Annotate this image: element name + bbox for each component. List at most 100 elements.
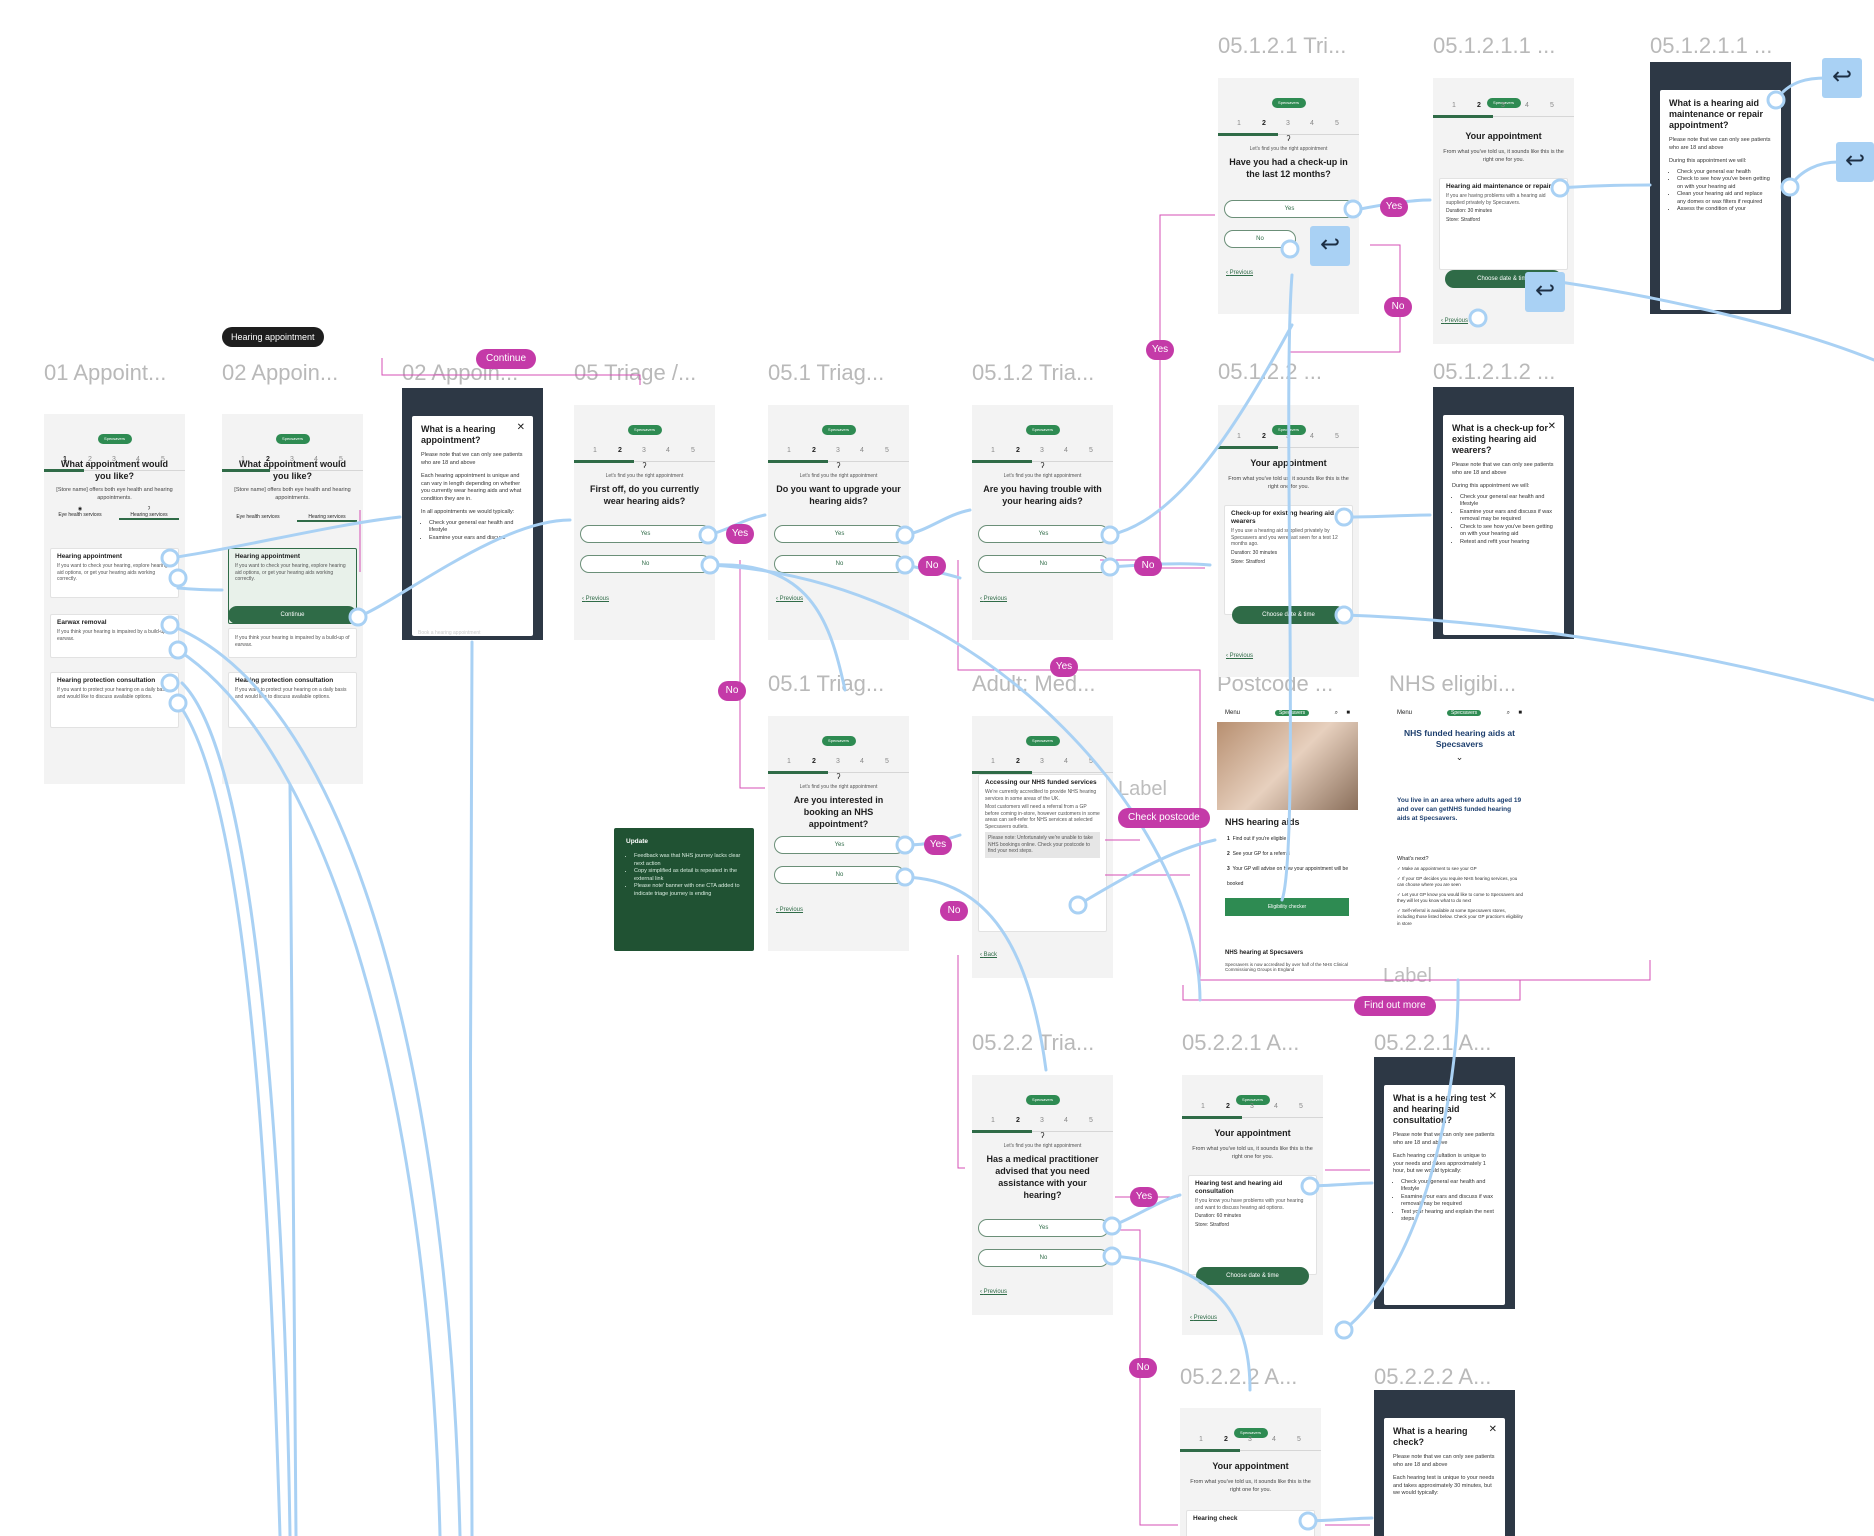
frame-title[interactable]: 05.1 Triag...: [768, 360, 884, 386]
please-note-banner[interactable]: Please note: Unfortunately we're unable …: [985, 832, 1100, 858]
no-option[interactable]: No: [978, 1249, 1109, 1267]
card-hearing-protection[interactable]: Hearing protection consultation If you w…: [50, 672, 179, 728]
yes-badge[interactable]: Yes: [1050, 657, 1078, 677]
specsavers-logo[interactable]: Specsavers: [1447, 710, 1481, 716]
frame-title[interactable]: 05.2.2.1 A...: [1374, 1030, 1491, 1056]
modal-check[interactable]: What is a hearing check? ✕ Please note t…: [1384, 1418, 1505, 1536]
close-icon[interactable]: ✕: [1489, 1424, 1497, 1435]
tab-eye-health[interactable]: ◉Eye health services: [50, 506, 110, 518]
modal-repair[interactable]: What is a hearing aid maintenance or rep…: [1660, 90, 1781, 310]
frame-05-1-triage-nhs[interactable]: Specsavers 1 2 3 4 5 ʔ Let's find you th…: [768, 716, 909, 951]
appointment-card-repair[interactable]: Hearing aid maintenance or repair If you…: [1439, 178, 1568, 270]
previous-link[interactable]: ‹ Previous: [776, 596, 803, 602]
frame-02-hearing-modal[interactable]: What is a hearing appointment? ✕ Please …: [402, 388, 543, 640]
card-hearing-protection[interactable]: Hearing protection consultation If you w…: [228, 672, 357, 728]
check-postcode-badge[interactable]: Check postcode: [1118, 808, 1210, 828]
close-icon[interactable]: ✕: [517, 422, 525, 433]
yes-option[interactable]: Yes: [978, 1219, 1109, 1237]
label-text[interactable]: Label: [1383, 965, 1432, 988]
card-earwax-removal[interactable]: If you think your hearing is impaired by…: [228, 628, 357, 658]
previous-link[interactable]: ‹ Previous: [980, 1289, 1007, 1295]
eligibility-checker-button[interactable]: Eligibility checker: [1225, 898, 1349, 916]
continue-badge[interactable]: Continue: [476, 349, 536, 369]
choose-date-time-button[interactable]: Choose date & time: [1232, 606, 1345, 624]
back-arrow-icon[interactable]: ↩: [1822, 58, 1862, 98]
yes-option[interactable]: Yes: [978, 525, 1109, 543]
modal-footer-link[interactable]: Book a hearing appointment: [418, 630, 481, 636]
no-option[interactable]: No: [1224, 230, 1296, 248]
appointment-card-check[interactable]: Hearing check: [1186, 1510, 1315, 1536]
frame-title[interactable]: 05.1.2.1.1 ...: [1433, 33, 1555, 59]
menu-button[interactable]: Menu: [1225, 710, 1240, 716]
frame-title[interactable]: 05.1.2.1.2 ...: [1433, 359, 1555, 385]
previous-link[interactable]: ‹ Previous: [1190, 1315, 1217, 1321]
choose-date-time-button[interactable]: Choose date & time: [1196, 1267, 1309, 1285]
frame-05-1-2-1-triage-checkup[interactable]: Specsavers 1 2 3 4 5 ʔ Let's find you th…: [1218, 78, 1359, 314]
modal-hearing-appointment[interactable]: What is a hearing appointment? ✕ Please …: [412, 416, 533, 636]
no-option[interactable]: No: [580, 555, 711, 573]
frame-05-1-2-triage-trouble[interactable]: Specsavers 1 2 3 4 5 ʔ Let's find you th…: [972, 405, 1113, 640]
frame-05-triage[interactable]: Specsavers 1 2 3 4 5 ʔ Let's find you th…: [574, 405, 715, 640]
frame-05-2-2-triage-medical[interactable]: Specsavers 1 2 3 4 5 ʔ Let's find you th…: [972, 1075, 1113, 1315]
previous-link[interactable]: ‹ Previous: [1226, 270, 1253, 276]
frame-05-2-2-2-modal-check[interactable]: What is a hearing check? ✕ Please note t…: [1374, 1390, 1515, 1536]
frame-title[interactable]: 05.2.2 Tria...: [972, 1030, 1094, 1056]
frame-title[interactable]: 05.2.2.2 A...: [1180, 1364, 1297, 1390]
previous-link[interactable]: ‹ Previous: [980, 596, 1007, 602]
frame-02-appointment-selected[interactable]: Specsavers 1 2 3 4 5 What appointment wo…: [222, 414, 363, 784]
basket-icon[interactable]: ■: [1346, 710, 1350, 716]
modal-test[interactable]: What is a hearing test and hearing aid c…: [1384, 1085, 1505, 1305]
frame-title[interactable]: 05 Triage /...: [574, 360, 696, 386]
frame-title[interactable]: Adult: Med...: [972, 671, 1096, 697]
tab-eye-health[interactable]: Eye health services: [228, 514, 288, 520]
previous-link[interactable]: ‹ Previous: [1441, 318, 1468, 324]
frame-05-1-2-1-1-modal-repair[interactable]: What is a hearing aid maintenance or rep…: [1650, 62, 1791, 314]
basket-icon[interactable]: ■: [1518, 710, 1522, 716]
frame-nhs-eligibility[interactable]: Menu Specsavers ⌕ ■ NHS funded hearing a…: [1389, 700, 1530, 976]
no-badge[interactable]: No: [1134, 556, 1162, 576]
specsavers-logo[interactable]: Specsavers: [1275, 710, 1309, 716]
frame-title[interactable]: 05.1.2 Tria...: [972, 360, 1094, 386]
frame-05-1-2-2-appointment-checkup[interactable]: Specsavers 1 2 3 4 5 Your appointment Fr…: [1218, 405, 1359, 677]
no-option[interactable]: No: [774, 555, 905, 573]
no-badge[interactable]: No: [1129, 1358, 1157, 1378]
yes-option[interactable]: Yes: [580, 525, 711, 543]
previous-link[interactable]: ‹ Previous: [776, 907, 803, 913]
no-badge[interactable]: No: [718, 681, 746, 701]
frame-05-2-2-1-appointment-test[interactable]: Specsavers 1 2 3 4 5 Your appointment Fr…: [1182, 1075, 1323, 1335]
no-option[interactable]: No: [978, 555, 1109, 573]
no-badge[interactable]: No: [918, 556, 946, 576]
no-badge[interactable]: No: [1384, 297, 1412, 317]
back-arrow-icon[interactable]: ↩: [1310, 226, 1350, 266]
back-link[interactable]: ‹ Back: [980, 952, 997, 958]
frame-title[interactable]: NHS eligibi...: [1389, 671, 1516, 697]
yes-option[interactable]: Yes: [774, 525, 905, 543]
search-icon[interactable]: ⌕: [1335, 710, 1338, 717]
appointment-card-checkup[interactable]: Check-up for existing hearing aid wearer…: [1224, 505, 1353, 615]
tab-hearing-services[interactable]: Hearing services: [297, 514, 357, 522]
back-arrow-icon[interactable]: ↩: [1525, 272, 1565, 312]
back-arrow-icon[interactable]: ↩: [1836, 142, 1874, 182]
yes-option[interactable]: Yes: [1224, 200, 1355, 218]
frame-title[interactable]: 05.2.2.1 A...: [1182, 1030, 1299, 1056]
frame-adult-nhs-services[interactable]: Specsavers 1 2 3 4 5 Accessing our NHS f…: [972, 716, 1113, 978]
yes-badge[interactable]: Yes: [1380, 197, 1408, 217]
no-badge[interactable]: No: [940, 901, 968, 921]
frame-title[interactable]: 05.1 Triag...: [768, 671, 884, 697]
card-earwax-removal[interactable]: Earwax removal If you think your hearing…: [50, 614, 179, 658]
frame-title[interactable]: 05.1.2.2 ...: [1218, 359, 1322, 385]
yes-option[interactable]: Yes: [774, 836, 905, 854]
close-icon[interactable]: ✕: [1548, 421, 1556, 432]
previous-link[interactable]: ‹ Previous: [1226, 653, 1253, 659]
search-icon[interactable]: ⌕: [1507, 710, 1510, 717]
continue-button[interactable]: Continue: [228, 606, 357, 624]
frame-title[interactable]: 02 Appoin...: [222, 360, 338, 386]
update-note-card[interactable]: Update Feedback was that NHS journey lac…: [614, 828, 754, 951]
yes-badge[interactable]: Yes: [1130, 1187, 1158, 1207]
frame-title[interactable]: 05.1.2.1.1 ...: [1650, 33, 1772, 59]
frame-05-1-2-1-2-modal-checkup[interactable]: What is a check-up for existing hearing …: [1433, 387, 1574, 639]
frame-postcode-nhs-hearing[interactable]: Menu Specsavers ⌕ ■ NHS hearing aids 1 F…: [1217, 700, 1358, 976]
close-icon[interactable]: ✕: [1489, 1091, 1497, 1102]
